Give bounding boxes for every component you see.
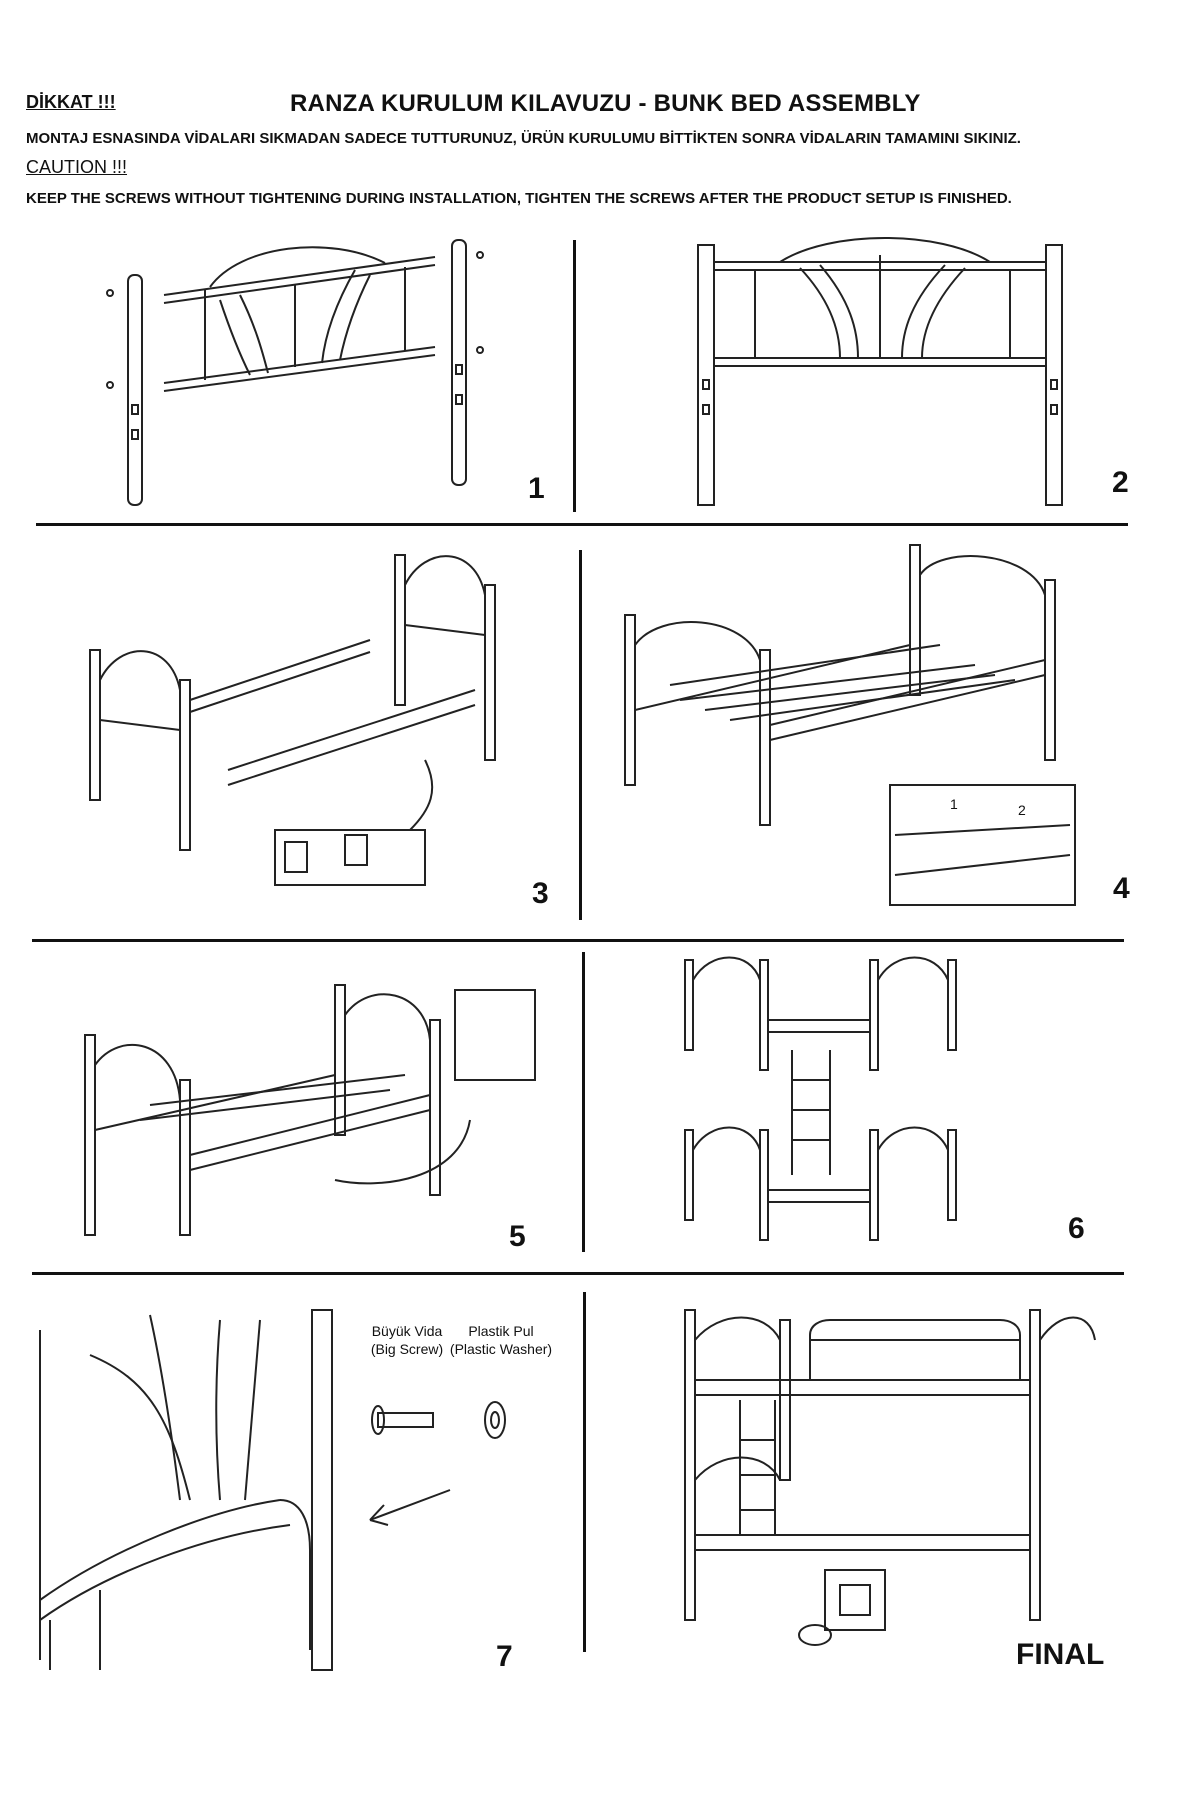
parts-illustration [369, 1401, 506, 1526]
step7-illustration [39, 1309, 333, 1671]
divider-h2 [32, 939, 1124, 942]
big-screw-label-en: (Big Screw) [370, 1341, 444, 1357]
warning-english: KEEP THE SCREWS WITHOUT TIGHTENING DURIN… [26, 190, 1012, 207]
step4-illustration [624, 544, 1076, 906]
washer-label-en: (Plastic Washer) [449, 1341, 553, 1357]
divider-h1 [36, 523, 1128, 526]
step4-arrow-1: 1 [950, 796, 958, 812]
step6-illustration [684, 956, 957, 1241]
big-screw-label: Büyük Vida (Big Screw) [362, 1322, 452, 1358]
final-label: FINAL [1016, 1638, 1105, 1671]
big-screw-icon [377, 1412, 434, 1428]
step-number-1: 1 [528, 472, 545, 505]
step5-illustration [84, 984, 536, 1236]
plastic-washer-icon [484, 1401, 506, 1439]
divider-row2 [579, 550, 582, 920]
step3-illustration [89, 554, 496, 886]
final-illustration [684, 1309, 1096, 1621]
step4-arrow-2: 2 [1018, 802, 1026, 818]
divider-row1 [573, 240, 576, 512]
bracket-detail-illustration [798, 1569, 886, 1646]
page-title: RANZA KURULUM KILAVUZU - BUNK BED ASSEMB… [290, 90, 921, 117]
step1-illustration [106, 239, 484, 506]
step-number-2: 2 [1112, 466, 1129, 499]
big-screw-label-tr: Büyük Vida [371, 1323, 443, 1339]
step-number-7: 7 [496, 1640, 513, 1673]
washer-label-tr: Plastik Pul [468, 1323, 534, 1339]
step2-illustration [697, 237, 1063, 506]
step-number-4: 4 [1113, 872, 1130, 905]
divider-row4 [583, 1292, 586, 1652]
divider-row3 [582, 952, 585, 1252]
step-number-3: 3 [532, 877, 549, 910]
washer-label: Plastik Pul (Plastic Washer) [446, 1322, 556, 1358]
divider-h3 [32, 1272, 1124, 1275]
step-number-6: 6 [1068, 1212, 1085, 1245]
caution-label: CAUTION !!! [26, 157, 128, 177]
step-number-5: 5 [509, 1220, 526, 1253]
dikkat-label: DİKKAT !!! [26, 92, 116, 112]
warning-turkish: MONTAJ ESNASINDA VİDALARI SIKMADAN SADEC… [26, 130, 1021, 147]
